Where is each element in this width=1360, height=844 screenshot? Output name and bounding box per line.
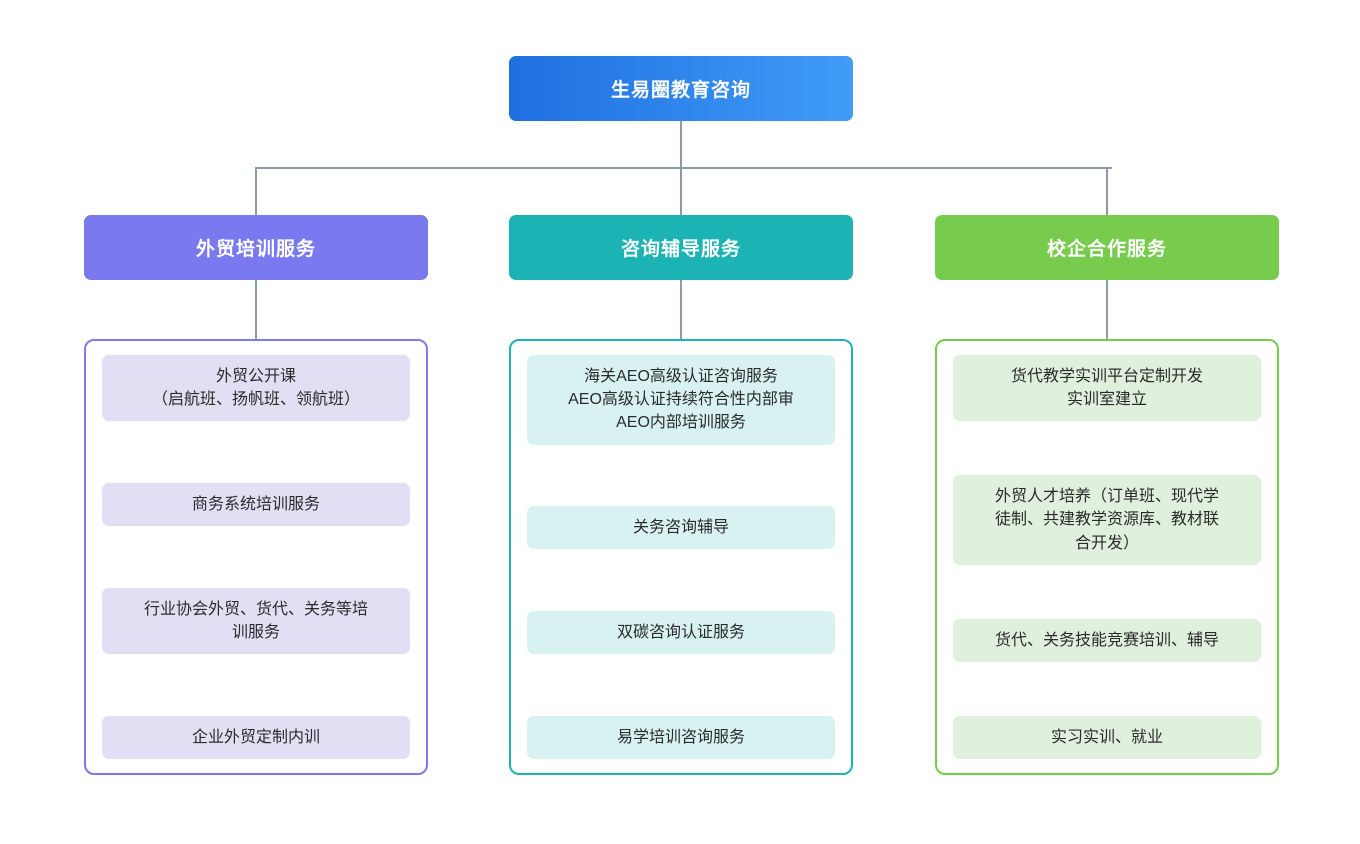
service-item-card[interactable]: 易学培训咨询服务 (527, 715, 835, 759)
service-item-card[interactable]: 外贸人才培养（订单班、现代学 徒制、共建教学资源库、教材联 合开发） (953, 475, 1261, 565)
category-header-label-1: 咨询辅导服务 (620, 239, 741, 260)
service-item-card[interactable]: 实习实训、就业 (953, 715, 1261, 759)
service-item-card[interactable]: 商务系统培训服务 (102, 483, 410, 527)
connector-header-panel-col0 (255, 280, 257, 340)
service-item-card[interactable]: 双碳咨询认证服务 (527, 611, 835, 655)
service-item-card[interactable]: 企业外贸定制内训 (102, 715, 410, 759)
category-panel-1: 海关AEO高级认证咨询服务 AEO高级认证持续符合性内部审 AEO内部培训服务 … (509, 339, 853, 775)
category-panel-2: 货代教学实训平台定制开发 实训室建立 外贸人才培养（订单班、现代学 徒制、共建教… (935, 339, 1279, 775)
service-item-card[interactable]: 海关AEO高级认证咨询服务 AEO高级认证持续符合性内部审 AEO内部培训服务 (527, 355, 835, 445)
category-header-label-0: 外贸培训服务 (195, 239, 316, 260)
service-item-card[interactable]: 货代、关务技能竞赛培训、辅导 (953, 618, 1261, 662)
connector-header-panel-col1 (680, 280, 682, 340)
connector-horizontal-bus (256, 167, 1112, 169)
service-item-card[interactable]: 外贸公开课 （启航班、扬帆班、领航班） (102, 355, 410, 422)
connector-down-col1 (680, 167, 682, 215)
connector-header-panel-col2 (1106, 280, 1108, 340)
category-panel-0: 外贸公开课 （启航班、扬帆班、领航班） 商务系统培训服务 行业协会外贸、货代、关… (84, 339, 428, 775)
connector-root-down (680, 121, 682, 168)
category-header-label-2: 校企合作服务 (1046, 239, 1167, 260)
category-header-2[interactable]: 校企合作服务 (935, 215, 1279, 280)
service-item-card[interactable]: 关务咨询辅导 (527, 506, 835, 550)
service-item-card[interactable]: 行业协会外贸、货代、关务等培 训服务 (102, 587, 410, 655)
root-node[interactable]: 生易圈教育咨询 (509, 56, 853, 121)
service-item-card[interactable]: 货代教学实训平台定制开发 实训室建立 (953, 355, 1261, 422)
category-header-0[interactable]: 外贸培训服务 (84, 215, 428, 280)
root-node-label: 生易圈教育咨询 (610, 80, 751, 101)
connector-down-col2 (1106, 167, 1108, 215)
connector-down-col0 (255, 167, 257, 215)
category-header-1[interactable]: 咨询辅导服务 (509, 215, 853, 280)
